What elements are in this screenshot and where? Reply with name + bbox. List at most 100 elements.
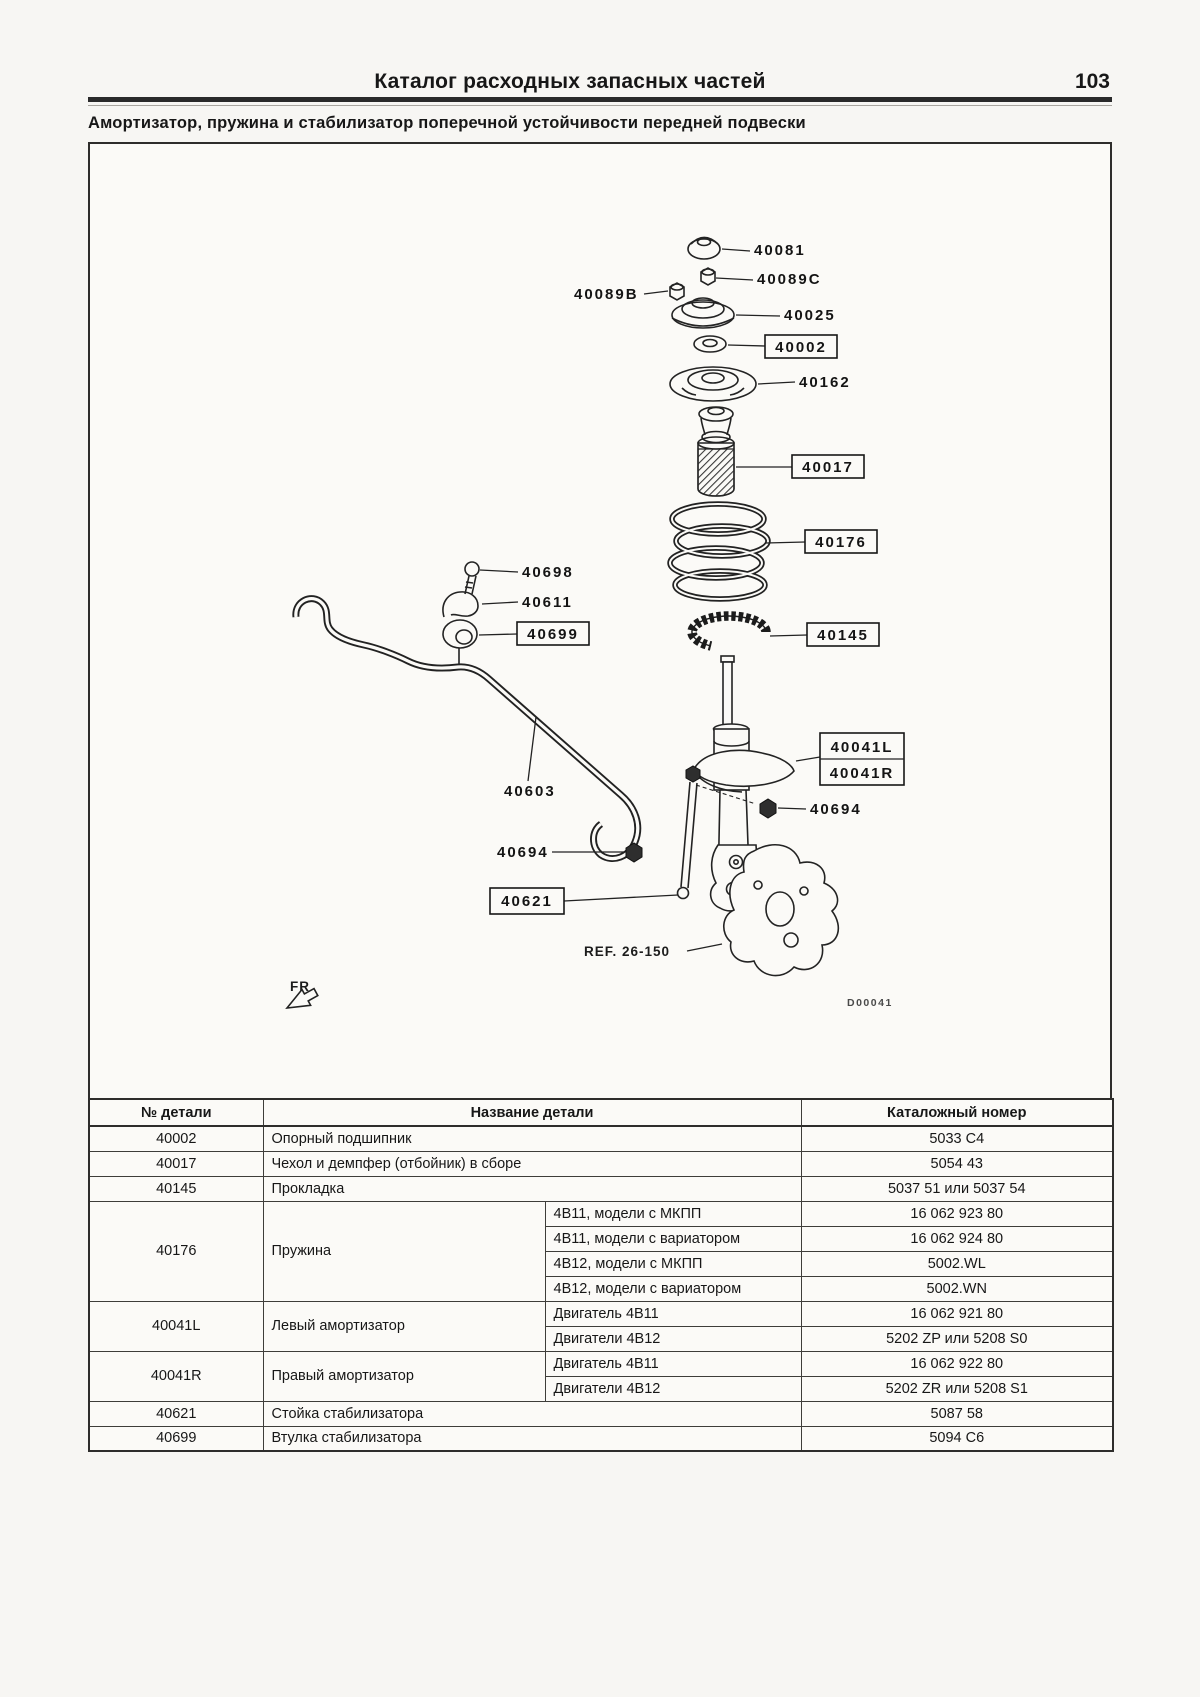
- header-part-name: Название детали: [262, 1098, 802, 1127]
- table-row: 40017 Чехол и демпфер (отбойник) в сборе…: [88, 1150, 1114, 1177]
- label-40089b: 40089B: [574, 286, 639, 303]
- label-box-40621: [489, 887, 565, 915]
- header-part-number: № детали: [88, 1098, 264, 1127]
- catalog-number-cell: 5054 43: [800, 1150, 1114, 1177]
- part-name-cell: Чехол и демпфер (отбойник) в сборе: [262, 1150, 802, 1177]
- label-box-40699: [516, 621, 590, 646]
- part-number-cell: 40041R: [88, 1350, 264, 1402]
- catalog-number-cell: 5037 51 или 5037 54: [800, 1175, 1114, 1202]
- page-header: Каталог расходных запасных частей 103: [88, 60, 1112, 94]
- drawing-code: D00041: [847, 997, 893, 1009]
- table-header-row: № детали Название детали Каталожный номе…: [88, 1098, 1114, 1127]
- part-number-cell: 40002: [88, 1125, 264, 1152]
- label-40162: 40162: [799, 374, 851, 391]
- label-40176: 40176: [815, 534, 867, 551]
- knuckle-shape: [723, 843, 840, 977]
- part-number-cell: 40017: [88, 1150, 264, 1177]
- label-40017: 40017: [802, 459, 854, 476]
- bracket-shape: [442, 591, 479, 618]
- header-rule-shadow: [88, 105, 1112, 106]
- table-row: Двигатели 4B12 5202 ZR или 5208 S1: [89, 1375, 1114, 1402]
- part-name-cell: Опорный подшипник: [262, 1125, 802, 1152]
- variant-spec-cell: 4B12, модели с вариатором: [544, 1275, 802, 1302]
- gasket-shape: [687, 611, 771, 651]
- strut-top-parts: [667, 236, 771, 651]
- catalog-number-cell: 16 062 923 80: [800, 1200, 1114, 1227]
- part-number-cell: 40176: [88, 1200, 264, 1302]
- table-row: 40002 Опорный подшипник 5033 C4: [88, 1125, 1114, 1152]
- table-row: 40699 Втулка стабилизатора 5094 C6: [88, 1425, 1114, 1452]
- label-box-40017: [791, 454, 865, 479]
- label-40089c: 40089C: [757, 271, 822, 288]
- catalog-number-cell: 5202 ZR или 5208 S1: [800, 1375, 1114, 1402]
- part-name-cell: Пружина: [262, 1200, 546, 1302]
- header-rule: [88, 97, 1112, 102]
- table-row: 40145 Прокладка 5037 51 или 5037 54: [88, 1175, 1114, 1202]
- catalog-number-cell: 5202 ZP или 5208 S0: [800, 1325, 1114, 1352]
- part-number-cell: 40621: [88, 1400, 264, 1427]
- label-40145: 40145: [817, 627, 869, 644]
- nut-shape: [700, 267, 716, 286]
- label-40025: 40025: [784, 307, 836, 324]
- catalog-number-cell: 16 062 924 80: [800, 1225, 1114, 1252]
- parts-table: № детали Название детали Каталожный номе…: [88, 1098, 1114, 1452]
- table-row: 40176 Пружина 4B11, модели с МКПП 16 062…: [88, 1200, 1114, 1302]
- variant-spec-cell: Двигатель 4B11: [544, 1350, 802, 1377]
- label-40699: 40699: [527, 626, 579, 643]
- table-row: 40041L Левый амортизатор Двигатель 4B11 …: [88, 1300, 1114, 1352]
- header-catalog-number: Каталожный номер: [800, 1098, 1114, 1127]
- page-content: Каталог расходных запасных частей 103 Ам…: [88, 0, 1114, 1452]
- catalog-number-cell: 5087 58: [800, 1400, 1114, 1427]
- label-40081: 40081: [754, 242, 806, 259]
- bolt-shape: [464, 561, 480, 595]
- stabilizer-bar-shape: [292, 595, 642, 862]
- variant-spec-cell: 4B11, модели с МКПП: [544, 1200, 802, 1227]
- label-40603: 40603: [504, 783, 556, 800]
- stabilizer-parts: [292, 561, 701, 900]
- catalog-number-cell: 5002.WN: [800, 1275, 1114, 1302]
- variant-spec-cell: Двигатели 4B12: [544, 1375, 802, 1402]
- label-fr: FR: [290, 979, 310, 994]
- part-name-cell: Прокладка: [262, 1175, 802, 1202]
- diagram-frame: 40081 40089C 40089B 40025 40162 40698 40…: [88, 142, 1112, 1098]
- catalog-number-cell: 16 062 921 80: [800, 1300, 1114, 1327]
- label-40694-left: 40694: [497, 844, 549, 861]
- bearing-shape: [693, 335, 727, 353]
- catalog-number-cell: 5033 C4: [800, 1125, 1114, 1152]
- table-row: 40041R Правый амортизатор Двигатель 4B11…: [88, 1350, 1114, 1402]
- label-40041r: 40041R: [830, 765, 895, 782]
- label-40698: 40698: [522, 564, 574, 581]
- fr-direction-arrow-icon: [285, 987, 319, 1010]
- catalog-number-cell: 16 062 922 80: [800, 1350, 1114, 1377]
- label-box-40176: [804, 529, 878, 554]
- catalog-number-cell: 5094 C6: [800, 1425, 1114, 1452]
- variant-spec-cell: 4B11, модели с вариатором: [544, 1225, 802, 1252]
- nut-shape: [759, 798, 777, 819]
- label-40621: 40621: [501, 893, 553, 910]
- label-ref-26-150: REF. 26-150: [584, 944, 670, 959]
- table-row: 40621 Стойка стабилизатора 5087 58: [88, 1400, 1114, 1427]
- page-number: 103: [1074, 70, 1110, 93]
- catalog-number-cell: 5002.WL: [800, 1250, 1114, 1277]
- section-subtitle: Амортизатор, пружина и стабилизатор попе…: [88, 114, 806, 132]
- callout-labels: 40081 40089C 40089B 40025 40162 40698 40…: [285, 242, 905, 1010]
- nut-shape: [625, 842, 643, 863]
- leader-lines: [478, 248, 821, 952]
- variant-spec-cell: Двигатель 4B11: [544, 1300, 802, 1327]
- page-title: Каталог расходных запасных частей: [374, 70, 766, 93]
- strut-assembly: [693, 655, 840, 977]
- cap-shape: [687, 236, 721, 260]
- variant-spec-cell: Двигатели 4B12: [544, 1325, 802, 1352]
- label-box-40002: [764, 334, 838, 359]
- stabilizer-link-shape: [676, 765, 701, 900]
- strut-bracket-shape: [693, 749, 795, 788]
- suspension-diagram: 40081 40089C 40089B 40025 40162 40698 40…: [285, 236, 905, 1010]
- part-name-cell: Стойка стабилизатора: [262, 1400, 802, 1427]
- strut-mount-shape: [671, 297, 735, 329]
- spring-seat-shape: [669, 366, 757, 402]
- part-number-cell: 40145: [88, 1175, 264, 1202]
- table-row: 4B12, модели с МКПП 5002.WL: [89, 1250, 1114, 1277]
- label-40041l: 40041L: [831, 739, 894, 756]
- nut-shape: [669, 282, 685, 301]
